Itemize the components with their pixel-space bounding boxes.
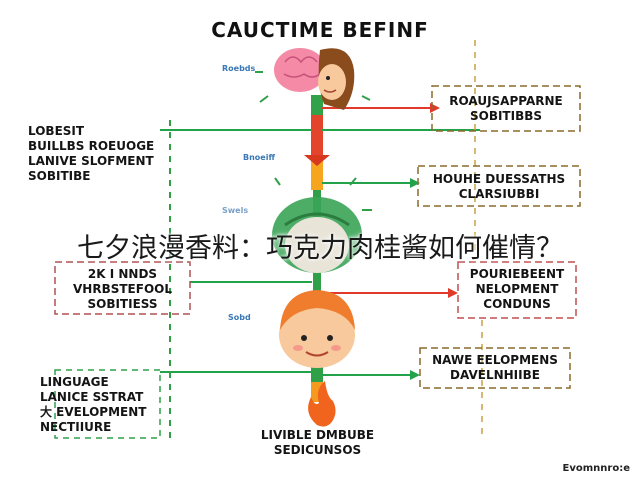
spine-red <box>311 115 323 155</box>
small-label-3: Swels <box>222 206 249 215</box>
left-box-2-border <box>54 261 191 315</box>
brain-head-illustration <box>274 48 355 110</box>
right-box-2: HOUHE DUESSATHS CLARSIUBBI <box>432 172 566 201</box>
right-box-4: NAWE EELOPMENS DAVELNHIIBE <box>432 353 558 382</box>
sparkle-rays <box>255 71 372 211</box>
small-label-1: Roebds <box>222 64 256 73</box>
spine-arrow-1 <box>304 155 330 166</box>
spine-green-top <box>311 95 323 115</box>
left-box-3-border <box>54 369 161 439</box>
left-box-1: LOBESIT BUILLBS ROEUOGE LANIVE SLOFMENT … <box>28 124 155 183</box>
spine-orange <box>311 155 323 190</box>
right-box-3: POURIEBEENT NELOPMENT CONDUNS <box>469 267 565 311</box>
flame-icon <box>308 381 336 427</box>
right-box-1-border <box>431 85 581 132</box>
overlay-headline: 七夕浪漫香料：巧克力肉桂酱如何催情？ <box>77 233 563 264</box>
diagram-title: CAUCTIME BEFINF <box>211 18 429 42</box>
right-box-1: ROAUJSAPPARNE SOBITIBBS <box>449 94 563 123</box>
right-box-3-border <box>457 261 577 319</box>
small-label-2: Bnoeiff <box>243 153 275 162</box>
right-box-4-border <box>419 347 571 389</box>
credit-text: Evomnnro:e <box>562 463 630 474</box>
right-box-2-border <box>417 165 581 207</box>
right-arrow-3 <box>448 288 458 298</box>
small-label-4: Sobd <box>228 313 251 322</box>
green-head-illustration <box>272 197 362 273</box>
left-box-2: 2K I NNDS VHRBSTEFOOL SOBITIESS <box>73 267 172 311</box>
bottom-box: LIVIBLE DMBUBE SEDICUNSOS <box>260 428 375 457</box>
child-head-illustration <box>279 290 355 368</box>
left-box-3: LINGUAGE LANICE SSTRAT 大 EVELOPMENT NECT… <box>40 375 147 434</box>
right-arrow-4 <box>410 370 420 380</box>
right-arrow-2 <box>410 178 420 188</box>
